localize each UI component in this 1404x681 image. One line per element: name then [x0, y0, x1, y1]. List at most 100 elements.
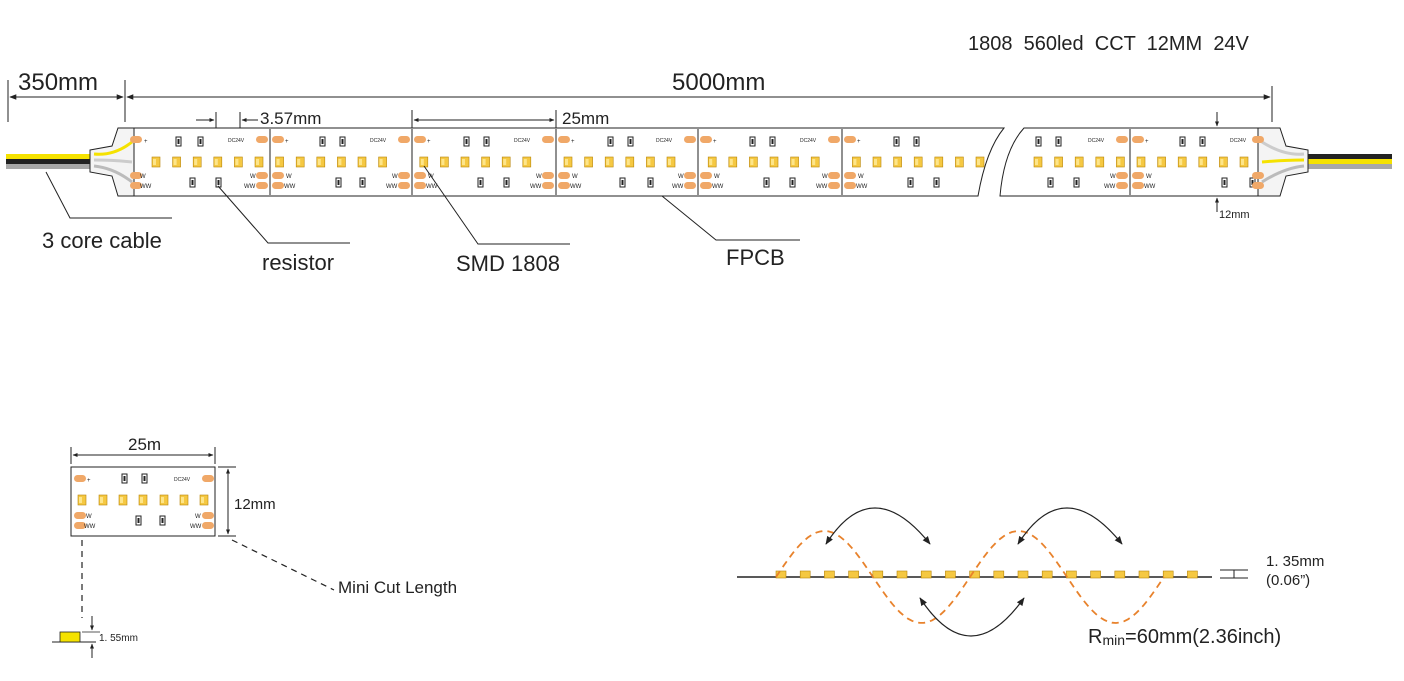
bend-leds	[775, 570, 1198, 579]
led-chip-highlight	[853, 159, 857, 165]
plus-mark: +	[713, 139, 717, 145]
led-pitch-label: 3.57mm	[260, 109, 321, 128]
plus-mark: +	[571, 139, 575, 145]
resistor-mark	[485, 139, 488, 144]
resistor-mark	[1201, 139, 1204, 144]
led-chip-highlight	[606, 159, 610, 165]
w-mark: W	[536, 174, 542, 180]
led-height-detail: 1. 55mm	[52, 616, 138, 658]
resistor-mark	[1049, 180, 1052, 185]
led-chip-highlight	[201, 497, 204, 503]
led-chip-highlight	[1220, 159, 1224, 165]
w-mark: W	[858, 174, 864, 180]
resistor-mark	[771, 139, 774, 144]
callout-smd: SMD 1808	[423, 165, 570, 276]
resistor-mark	[1057, 139, 1060, 144]
led-chip-highlight	[359, 159, 362, 165]
led-chip-highlight	[379, 159, 383, 165]
resistor-mark	[137, 518, 140, 523]
led-chip-highlight	[161, 497, 164, 503]
w-mark: W	[1110, 174, 1116, 180]
resistor-mark	[321, 139, 324, 144]
solder-pad	[414, 172, 426, 179]
resistor-mark	[791, 180, 794, 185]
led-chip-highlight	[153, 159, 156, 165]
resistor-mark	[341, 139, 344, 144]
solder-pad	[74, 512, 86, 519]
resistor-mark	[1075, 180, 1078, 185]
led-chip-highlight	[100, 497, 103, 503]
led-chip-highlight	[668, 159, 671, 165]
led-chip-highlight	[874, 159, 877, 165]
resistor-mark	[751, 139, 754, 144]
connector-left	[89, 127, 135, 197]
solder-pad	[828, 172, 840, 179]
resistor-mark	[621, 180, 624, 185]
resistor-mark	[935, 180, 938, 185]
callout-fpcb: FPCB	[661, 195, 800, 270]
cable-length-label: 350mm	[18, 69, 98, 96]
led-chip-highlight	[894, 159, 898, 165]
resistor-mark	[465, 139, 468, 144]
dimension-width: 12mm	[1215, 112, 1250, 221]
w-mark: W	[140, 174, 146, 180]
bend-led	[799, 570, 811, 579]
solder-pad	[1252, 182, 1264, 189]
w-mark: W	[678, 174, 684, 180]
dimension-cable: 350mm	[7, 69, 126, 122]
solder-pad	[558, 172, 570, 179]
bend-led	[969, 570, 980, 579]
resistor-mark	[649, 180, 652, 185]
dimension-led-pitch: 3.57mm	[196, 109, 321, 128]
cut-pitch-label: 25mm	[562, 109, 609, 128]
resistor-label: resistor	[262, 250, 334, 275]
mini-width-label: 12mm	[234, 496, 276, 513]
led-chip-highlight	[1035, 159, 1038, 165]
led-chip-highlight	[956, 159, 960, 165]
solder-pad	[1132, 172, 1144, 179]
w-mark: W	[250, 174, 256, 180]
led-chip-highlight	[709, 159, 713, 165]
led-chip-highlight	[441, 159, 445, 165]
dimension-strip: 5000mm	[126, 69, 1273, 122]
led-chip-highlight	[120, 497, 123, 503]
led-chip-highlight	[812, 159, 816, 165]
ww-mark: WW	[672, 184, 684, 190]
solder-pad	[1132, 182, 1144, 189]
solder-pad	[700, 172, 712, 179]
led-chip-highlight	[338, 159, 342, 165]
solder-pad	[398, 172, 410, 179]
resistor-mark	[505, 180, 508, 185]
fpcb-label: FPCB	[726, 245, 785, 270]
resistor-mark	[361, 180, 364, 185]
led-chip-highlight	[1096, 159, 1100, 165]
solder-pad	[74, 522, 86, 529]
resistor-mark	[177, 139, 180, 144]
solder-pad	[1116, 182, 1128, 189]
ww-mark: WW	[140, 184, 152, 190]
spec-title: 1808 560led CCT 12MM 24V	[968, 33, 1250, 55]
led-chip-highlight	[771, 159, 774, 165]
solder-pad	[202, 522, 214, 529]
bend-led	[1138, 570, 1150, 579]
bend-led	[824, 570, 835, 579]
bend-led	[1041, 570, 1053, 579]
plus-mark: +	[144, 139, 148, 145]
resistor-mark	[479, 180, 482, 185]
led-chip-highlight	[935, 159, 939, 165]
w-mark: W	[822, 174, 828, 180]
solder-pad	[558, 136, 570, 143]
bend-led	[945, 570, 956, 579]
solder-pad	[1252, 136, 1264, 143]
led-chip-highlight	[173, 159, 177, 165]
solder-pad	[1132, 136, 1144, 143]
led-chip-highlight	[626, 159, 630, 165]
bend-arrow-bottom	[919, 597, 1025, 637]
ww-mark: WW	[1104, 184, 1116, 190]
voltage-mark: DC24V	[1088, 138, 1105, 144]
resistor-mark	[1251, 180, 1254, 185]
led-chip-highlight	[1179, 159, 1183, 165]
